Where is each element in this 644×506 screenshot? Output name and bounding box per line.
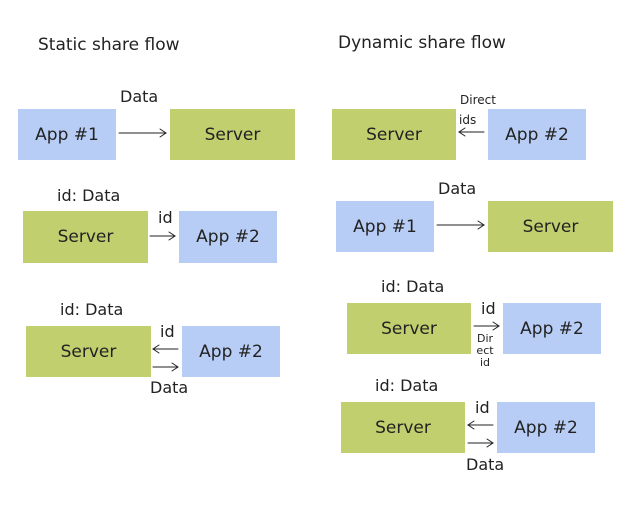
dynamic-step1-arrow <box>458 127 485 137</box>
static-step3-id-data-label: id: Data <box>60 300 124 319</box>
dynamic-step4-id-label: id <box>475 398 490 417</box>
dynamic-step1-app2-box: App #2 <box>488 109 586 160</box>
dynamic-step1-server-box: Server <box>332 109 456 160</box>
dynamic-step4-data-label: Data <box>466 455 505 474</box>
static-step2-id-label: id <box>158 208 173 227</box>
static-step3-app2-box: App #2 <box>182 326 280 377</box>
static-step3-id-label: id <box>160 322 175 341</box>
dynamic-step4-data-arrow <box>467 438 494 448</box>
static-step3-data-arrow <box>152 362 179 372</box>
dynamic-step3-ect-label: ect <box>476 344 494 357</box>
dynamic-step3-id-data-label: id: Data <box>381 277 445 296</box>
dynamic-step4-app2-box: App #2 <box>497 402 595 453</box>
dynamic-step2-server-label: Server <box>522 216 579 237</box>
dynamic-step2-app1-label: App #1 <box>353 216 417 237</box>
static-step1-app1-box: App #1 <box>18 109 116 160</box>
dynamic-step1-server-label: Server <box>366 124 422 145</box>
dynamic-step4-id-data-label: id: Data <box>375 376 439 395</box>
static-step2-arrow <box>149 231 176 241</box>
static-step1-server-label: Server <box>204 124 261 145</box>
dynamic-step3-id-arrow <box>473 321 500 331</box>
dynamic-step3-server-box: Server <box>347 303 471 354</box>
dynamic-step3-id-small-label: id <box>479 356 491 369</box>
dynamic-step1-app2-label: App #2 <box>505 124 569 145</box>
static-step3-id-arrow <box>152 344 179 354</box>
dynamic-step2-app1-box: App #1 <box>336 201 434 252</box>
dynamic-step4-id-arrow <box>467 420 494 430</box>
static-flow-title: Static share flow <box>38 35 180 55</box>
static-step2-app2-box: App #2 <box>179 211 277 263</box>
dynamic-step4-app2-label: App #2 <box>514 417 578 438</box>
dynamic-step1-ids-label: ids <box>459 113 477 127</box>
dynamic-step4-server-label: Server <box>375 417 431 438</box>
static-step3-server-box: Server <box>26 326 151 377</box>
dynamic-step1-direct-label: Direct <box>460 93 496 107</box>
dynamic-step2-data-label: Data <box>438 179 477 198</box>
static-step1-app1-label: App #1 <box>35 124 99 145</box>
static-step1-arrow <box>118 128 167 138</box>
dynamic-flow-title: Dynamic share flow <box>338 33 506 53</box>
dynamic-step3-server-label: Server <box>381 318 437 339</box>
dynamic-step3-dir-label: Dir <box>476 332 494 345</box>
static-step1-server-box: Server <box>170 109 295 160</box>
static-step3-server-label: Server <box>60 341 117 362</box>
dynamic-step3-app2-box: App #2 <box>503 303 601 354</box>
static-step1-data-label: Data <box>120 87 159 106</box>
dynamic-step4-server-box: Server <box>341 402 465 453</box>
dynamic-step2-arrow <box>436 220 485 230</box>
static-step3-data-label: Data <box>150 378 189 397</box>
dynamic-step2-server-box: Server <box>488 201 613 252</box>
static-step2-app2-label: App #2 <box>196 227 260 247</box>
static-step2-server-label: Server <box>57 227 114 247</box>
static-step2-id-data-label: id: Data <box>57 186 121 205</box>
dynamic-step3-id-label: id <box>481 299 496 318</box>
static-step2-server-box: Server <box>23 211 148 263</box>
dynamic-step3-app2-label: App #2 <box>520 318 584 339</box>
static-step3-app2-label: App #2 <box>199 341 263 362</box>
